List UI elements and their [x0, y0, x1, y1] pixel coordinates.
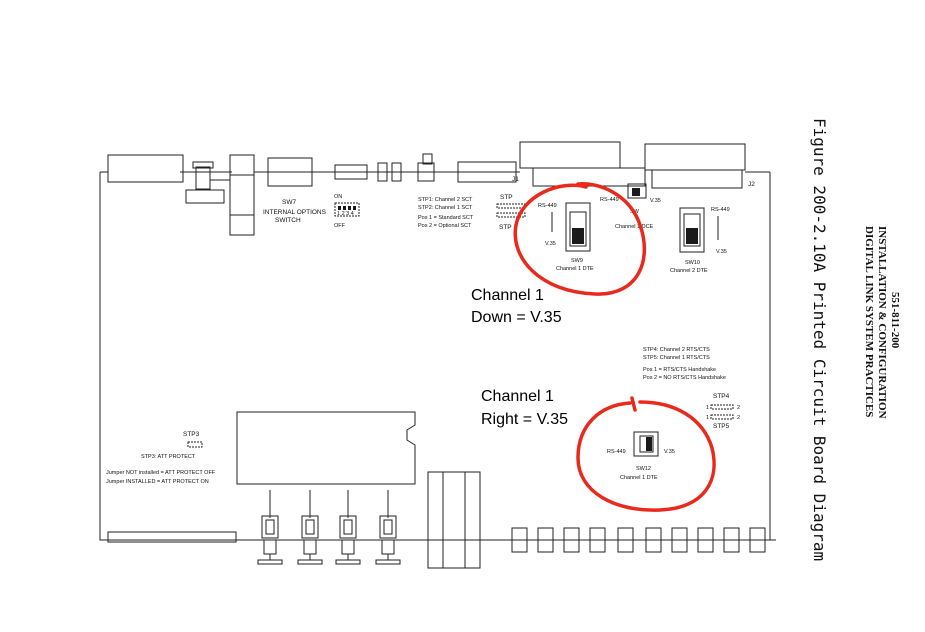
svg-text:SW10: SW10	[685, 260, 700, 266]
svg-text:STP5: STP5	[713, 423, 730, 430]
j1-connector: J1	[512, 141, 646, 187]
svg-text:STP4: STP4	[713, 393, 730, 400]
figure-caption: Figure 200-2.10A Printed Circuit Board D…	[810, 118, 829, 561]
stp4-stp5-notes: STP4: Channel 2 RTS/CTS STP5: Channel 1 …	[643, 347, 726, 381]
svg-text:2: 2	[737, 415, 740, 421]
bottom-connector	[563, 527, 590, 553]
svg-text:2: 2	[737, 405, 740, 411]
annotation-bottom-line-2: Right = V.35	[481, 411, 568, 428]
j1-label: J1	[512, 176, 519, 183]
highlight-circle-bottom	[576, 396, 716, 512]
svg-text:Channel 1 DCE: Channel 1 DCE	[615, 224, 654, 230]
sw7-desc-2: SWITCH	[275, 217, 301, 224]
sw7-desc-1: INTERNAL OPTIONS	[263, 209, 327, 216]
sw7-dip-switch: ON 1 2 3 4 OFF	[334, 194, 360, 229]
svg-text:1: 1	[706, 415, 709, 421]
bnc-jack	[297, 490, 323, 565]
large-ic	[236, 411, 416, 485]
stp4-stp5-jumpers: STP4 1 2 1 2 STP5	[706, 393, 740, 430]
svg-text:STP3: STP3	[183, 431, 200, 438]
dip-numbers: 1 2 3 4	[337, 211, 354, 217]
stp1-stp2-notes: STP1: Channel 2 SCT STP2: Channel 1 SCT …	[418, 197, 474, 229]
bottom-connectors	[511, 527, 776, 553]
highlight-circle-top	[513, 182, 647, 296]
svg-text:STP: STP	[500, 194, 513, 201]
sw9-switch: RS-449 V.35 SW9 Channel 1 DTE	[538, 202, 594, 272]
svg-text:Pos 2 = NO RTS/CTS Handshake: Pos 2 = NO RTS/CTS Handshake	[643, 375, 726, 381]
svg-text:STP2: Channel 1 SCT: STP2: Channel 1 SCT	[418, 205, 473, 211]
bnc-jack	[257, 490, 283, 565]
bottom-connector	[749, 527, 776, 553]
svg-text:SW9: SW9	[571, 258, 583, 264]
bottom-connector	[511, 527, 538, 553]
bnc-jack	[335, 490, 361, 565]
svg-text:Jumper INSTALLED = ATT PROTECT: Jumper INSTALLED = ATT PROTECT ON	[106, 479, 209, 485]
svg-text:V.35: V.35	[545, 241, 556, 247]
svg-text:STP4: Channel 2 RTS/CTS: STP4: Channel 2 RTS/CTS	[643, 347, 710, 353]
svg-text:V.35: V.35	[650, 198, 661, 204]
j2-label: J2	[748, 181, 755, 188]
bottom-connector	[671, 527, 698, 553]
stp3-area: STP3 STP3: ATT PROTECT Jumper NOT instal…	[106, 431, 216, 485]
svg-text:Pos 1 = RTS/CTS Handshake: Pos 1 = RTS/CTS Handshake	[643, 367, 716, 373]
bottom-connector	[697, 527, 724, 553]
bnc-jack	[375, 490, 401, 565]
svg-text:Channel 1 DTE: Channel 1 DTE	[620, 475, 658, 481]
bnc-jacks	[257, 490, 401, 565]
sw12-switch: RS-449 V.35 SW12 Channel 1 DTE	[607, 431, 675, 481]
bottom-connector	[617, 527, 644, 553]
svg-text:Pos 2 = Optional SCT: Pos 2 = Optional SCT	[418, 223, 472, 229]
edge-strip	[107, 531, 237, 543]
annotation-bottom-line-1: Channel 1	[481, 388, 554, 405]
svg-text:STP5: Channel 1 RTS/CTS: STP5: Channel 1 RTS/CTS	[643, 355, 710, 361]
header-line-1: DIGITAL LINK SYSTEM PRACTICES	[863, 226, 875, 417]
annotation-top-line-1: Channel 1	[471, 287, 544, 304]
svg-text:STP: STP	[499, 224, 512, 231]
svg-text:STP3: ATT PROTECT: STP3: ATT PROTECT	[141, 454, 196, 460]
svg-text:SW12: SW12	[636, 466, 651, 472]
svg-text:1: 1	[706, 405, 709, 411]
bottom-connector	[723, 527, 750, 553]
header-line-2: INSTALLATION & CONFIGURATION	[876, 226, 888, 419]
sw7-label: SW7	[282, 199, 296, 206]
svg-text:RS-449: RS-449	[711, 207, 730, 213]
svg-text:RS-449: RS-449	[538, 203, 557, 209]
off-label: OFF	[334, 223, 346, 229]
sw10-switch: RS-449 V.35 SW10 Channel 2 DTE	[670, 207, 730, 274]
bottom-connector	[589, 527, 616, 553]
svg-text:Jumper NOT installed = ATT PRO: Jumper NOT installed = ATT PROTECT OFF	[106, 470, 216, 476]
header-line-3: 551-811-200	[889, 292, 901, 349]
svg-text:STP1: Channel 2 SCT: STP1: Channel 2 SCT	[418, 197, 473, 203]
bottom-connector	[645, 527, 672, 553]
on-label: ON	[334, 194, 342, 200]
annotation-top-line-2: Down = V.35	[471, 309, 562, 326]
svg-text:Channel 1 DTE: Channel 1 DTE	[556, 266, 594, 272]
bottom-connector	[537, 527, 564, 553]
svg-text:Channel 2 DTE: Channel 2 DTE	[670, 268, 708, 274]
svg-text:RS-449: RS-449	[600, 197, 619, 203]
j2-connector: J2	[644, 143, 755, 189]
svg-text:V.35: V.35	[664, 449, 675, 455]
svg-text:Pos 1 = Standard SCT: Pos 1 = Standard SCT	[418, 215, 474, 221]
svg-text:RS-449: RS-449	[607, 449, 626, 455]
top-left-connectors	[107, 153, 517, 236]
svg-text:V.35: V.35	[716, 249, 727, 255]
transformer-block	[427, 471, 481, 569]
